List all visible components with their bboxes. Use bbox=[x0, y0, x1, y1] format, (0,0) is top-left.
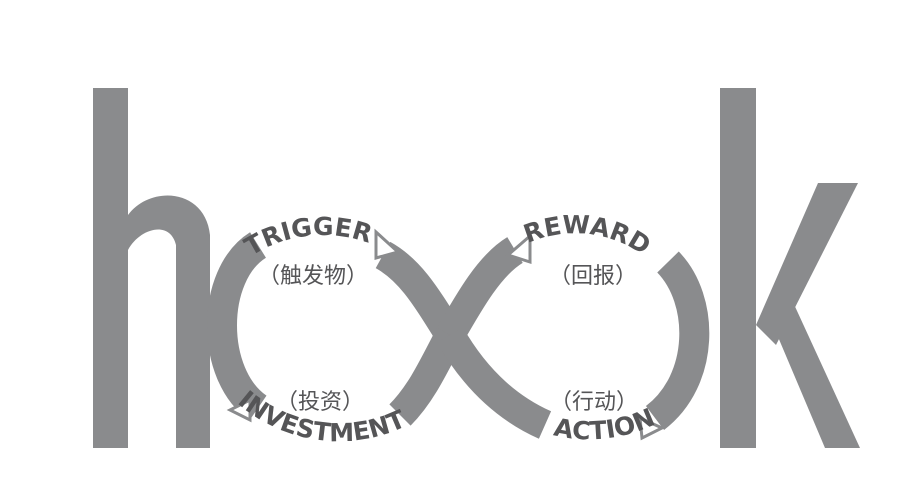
trigger-cn-caption: （触发物） bbox=[258, 264, 368, 289]
arrow-investment-icon bbox=[226, 397, 252, 423]
letter-k bbox=[720, 88, 860, 448]
infinity-loop bbox=[207, 232, 710, 439]
arrow-action-icon bbox=[638, 415, 666, 441]
action-cn-caption: （行动） bbox=[550, 390, 638, 415]
loop-right-bottom-arc bbox=[436, 327, 552, 439]
reward-label: REWARD bbox=[520, 210, 656, 260]
letter-h bbox=[93, 88, 210, 448]
investment-cn-caption: （投资） bbox=[276, 390, 364, 415]
letter-k-stem bbox=[720, 88, 756, 448]
reward-cn-caption: （回报） bbox=[549, 264, 637, 289]
arrow-reward-icon bbox=[504, 232, 532, 265]
loop-right-outer-arc bbox=[645, 251, 710, 430]
letter-k-lower-leg bbox=[770, 300, 860, 448]
letter-h-stem bbox=[93, 88, 128, 448]
loop-left-outer-arc bbox=[207, 232, 268, 421]
letter-h-shoulder bbox=[128, 195, 210, 448]
loop-arrows bbox=[226, 228, 666, 441]
arrow-trigger-icon bbox=[374, 228, 402, 260]
loop-right-top-arc bbox=[436, 237, 524, 343]
trigger-label: TRIGGER bbox=[240, 212, 376, 261]
letter-k-upper-arm bbox=[756, 183, 858, 345]
